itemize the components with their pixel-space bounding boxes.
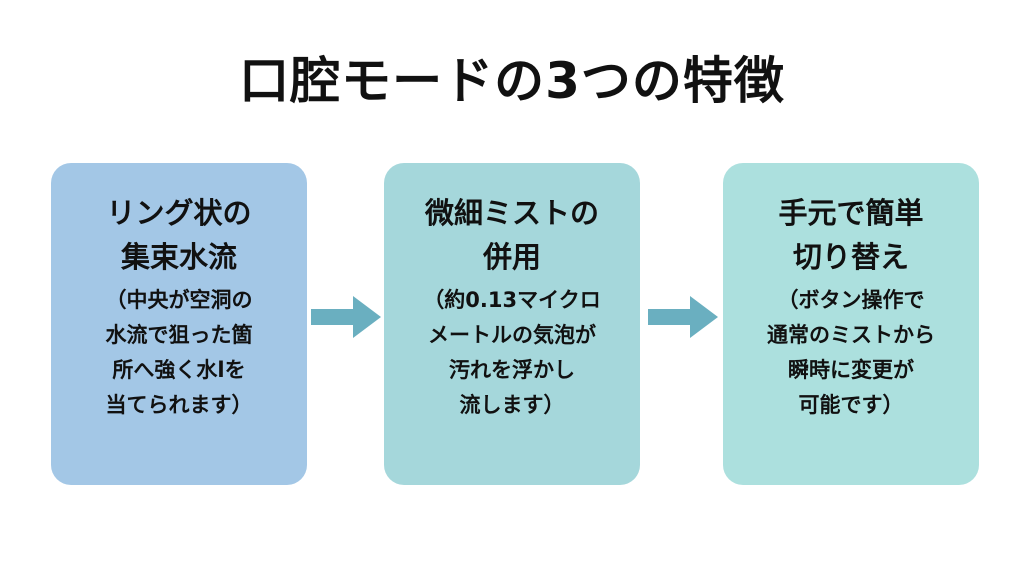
feature-card-detail: （中央が空洞の 水流で狙った箇 所へ強く水lを 当てられます） bbox=[65, 283, 293, 423]
detail-line: （中央が空洞の bbox=[105, 288, 253, 312]
feature-card-heading: 微細ミストの 併用 bbox=[398, 191, 626, 279]
arrow-right-icon bbox=[648, 296, 718, 338]
feature-card-heading: リング状の 集束水流 bbox=[65, 191, 293, 279]
diagram-title: 口腔モードの3つの特徴 bbox=[239, 52, 785, 110]
feature-card-micro-mist: 微細ミストの 併用 （約0.13マイクロ メートルの気泡が 汚れを浮かし 流しま… bbox=[384, 163, 640, 485]
arrow-right-icon bbox=[311, 296, 381, 338]
heading-line: 微細ミストの bbox=[424, 196, 599, 230]
heading-line: 集束水流 bbox=[120, 240, 237, 274]
detail-line: メートルの気泡が bbox=[428, 323, 596, 347]
detail-line: 瞬時に変更が bbox=[788, 358, 914, 382]
detail-line: 通常のミストから bbox=[767, 323, 935, 347]
arrow-right-shape bbox=[311, 296, 381, 338]
feature-card-detail: （約0.13マイクロ メートルの気泡が 汚れを浮かし 流します） bbox=[398, 283, 626, 423]
detail-line: 当てられます） bbox=[105, 393, 253, 417]
detail-line: 流します） bbox=[459, 393, 565, 417]
feature-card-heading: 手元で簡単 切り替え bbox=[737, 191, 965, 279]
detail-line: 所へ強く水lを bbox=[112, 358, 246, 382]
detail-line: 水流で狙った箇 bbox=[105, 323, 253, 347]
detail-line: （約0.13マイクロ bbox=[423, 288, 601, 312]
heading-line: リング状の bbox=[106, 196, 252, 230]
arrow-right-shape bbox=[648, 296, 718, 338]
detail-line: （ボタン操作で bbox=[777, 288, 925, 312]
heading-line: 手元で簡単 bbox=[778, 196, 924, 230]
detail-line: 可能です） bbox=[798, 393, 904, 417]
heading-line: 切り替え bbox=[792, 240, 909, 274]
heading-line: 併用 bbox=[482, 240, 541, 274]
feature-card-detail: （ボタン操作で 通常のミストから 瞬時に変更が 可能です） bbox=[737, 283, 965, 423]
detail-line: 汚れを浮かし bbox=[449, 358, 575, 382]
feature-card-easy-switch: 手元で簡単 切り替え （ボタン操作で 通常のミストから 瞬時に変更が 可能です） bbox=[723, 163, 979, 485]
feature-card-ring-stream: リング状の 集束水流 （中央が空洞の 水流で狙った箇 所へ強く水lを 当てられま… bbox=[51, 163, 307, 485]
